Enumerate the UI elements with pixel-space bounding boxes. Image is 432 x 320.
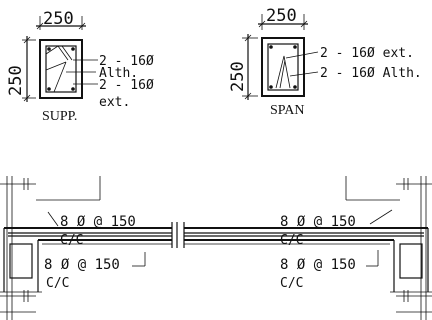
supp-alt-label: Alth. [99,66,138,81]
left-support-column [0,228,42,293]
supp-bar-bottom-left [47,87,51,91]
beam-left-segment [4,227,172,245]
supp-stirrup [45,45,77,93]
right-column-ticks [396,176,432,320]
right-bottom-cc-label: C/C [280,276,303,291]
span-section: 250 250 2 - 16Ø ext. 2 - 16Ø Alth. SPAN [228,6,422,118]
beam-elevation: 8 Ø @ 150 C/C 8 Ø @ 150 C/C 8 Ø @ 150 C/… [0,176,432,320]
span-bar-bottom-right [293,85,297,89]
supp-section: 250 250 2 - 16Ø Alth. 2 - 16Ø ext. [6,9,154,124]
span-top-bar-label: 2 - 16Ø ext. [320,46,414,61]
span-depth-dimension: 250 [228,34,258,100]
span-bar-top-right [293,45,297,49]
span-depth-label: 250 [228,61,248,92]
supp-depth-label: 250 [6,65,26,96]
beam-break-line [171,222,185,248]
supp-bar-bottom-right [71,87,75,91]
supp-bottom-bar-label: 2 - 16Ø [99,78,154,93]
supp-width-dimension: 250 [36,9,86,30]
supp-depth-dimension: 250 [6,36,36,102]
supp-top-bar-label: 2 - 16Ø [99,54,154,69]
span-section-outline [261,37,305,97]
supp-width-label: 250 [43,9,74,29]
supp-bottom-bar-ext: ext. [99,95,130,110]
left-bottom-cc-label: C/C [46,276,69,291]
span-caption: SPAN [270,103,305,118]
supp-bar-top-left [47,47,51,51]
left-top-cc-label: C/C [60,233,83,248]
left-column-ticks [0,176,36,320]
span-bar-top-left [269,45,273,49]
span-bar-bottom-left [269,85,273,89]
left-top-stirrup-label: 8 Ø @ 150 [60,214,136,230]
supp-section-outline [39,39,83,99]
supp-bar-top-right [71,47,75,51]
span-width-label: 250 [266,6,297,26]
right-top-cc-label: C/C [280,233,303,248]
span-stirrup [267,43,299,91]
left-bottom-stirrup-label: 8 Ø @ 150 [44,257,120,273]
supp-caption: SUPP. [42,109,77,124]
right-bottom-stirrup-label: 8 Ø @ 150 [280,257,356,273]
beam-right-segment [184,227,428,245]
span-width-dimension: 250 [258,6,308,30]
right-top-stirrup-label: 8 Ø @ 150 [280,214,356,230]
right-support-column [390,228,432,293]
span-bottom-bar-label: 2 - 16Ø Alth. [320,66,422,81]
